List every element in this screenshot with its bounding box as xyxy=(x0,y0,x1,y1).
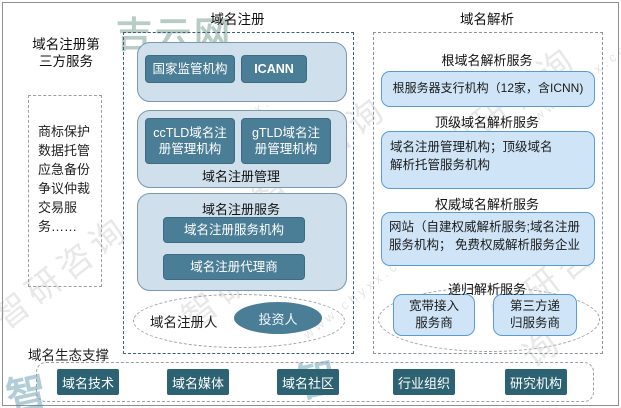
recursive-resolution-header: 递归解析服务 xyxy=(447,282,526,297)
ecosystem-item-media: 域名媒体 xyxy=(167,369,229,395)
third-party-recursive-box: 第三方递 归服务商 xyxy=(493,294,577,336)
authoritative-resolution-box: 网站（自建权威解析服务;域名注册 服务机构； 免费权威解析服务企业 xyxy=(381,212,595,266)
resolution-panel-title: 域名解析 xyxy=(460,12,514,27)
icann-box: ICANN xyxy=(241,55,307,83)
authoritative-resolution-header: 权威域名解析服务 xyxy=(434,197,539,212)
registration-panel-box xyxy=(123,32,354,354)
gtld-registry-box: gTLD域名注 册管理机构 xyxy=(241,118,331,164)
tld-resolution-header: 顶级域名解析服务 xyxy=(434,115,539,130)
national-regulator-box: 国家监管机构 xyxy=(145,55,235,83)
third-party-services-list: 商标保护 数据托管 应急备份 争议仲裁 交易服 务…… xyxy=(38,124,91,234)
ecosystem-item-community: 域名社区 xyxy=(277,369,339,395)
left-panel-title: 域名注册第 三方服务 xyxy=(32,37,100,69)
registrant-ellipse xyxy=(133,294,345,348)
tld-resolution-box: 域名注册管理机构；顶级域名 解析托管服务机构 xyxy=(381,131,595,189)
recursive-resolution-ellipse xyxy=(378,287,600,352)
resolution-panel-box xyxy=(373,32,603,354)
root-resolution-box: 根服务器支行机构（12家，含ICNN) xyxy=(381,71,595,107)
investor-ellipse: 投资人 xyxy=(234,302,322,334)
third-party-services-box: 商标保护 数据托管 应急备份 争议仲裁 交易服 务…… xyxy=(28,95,102,287)
registration-agent-box: 域名注册代理商 xyxy=(163,254,305,280)
registrar-box: 域名注册服务机构 xyxy=(163,217,305,243)
registry-management-label: 域名注册管理 xyxy=(201,169,280,184)
root-resolution-header: 根域名解析服务 xyxy=(441,53,533,68)
broadband-provider-box: 宽带接入 服务商 xyxy=(393,294,475,336)
registration-service-label: 域名注册服务 xyxy=(201,202,280,217)
ecosystem-item-industry: 行业组织 xyxy=(393,369,455,395)
ecosystem-item-research: 研究机构 xyxy=(505,369,567,395)
registrant-label: 域名注册人 xyxy=(150,315,218,330)
registration-panel-title: 域名注册 xyxy=(210,12,265,27)
ecosystem-title: 域名生态支撑 xyxy=(28,348,109,363)
cctld-registry-box: ccTLD域名注 册管理机构 xyxy=(145,118,235,164)
ecosystem-box xyxy=(36,362,594,402)
ecosystem-item-tech: 域名技术 xyxy=(57,369,119,395)
